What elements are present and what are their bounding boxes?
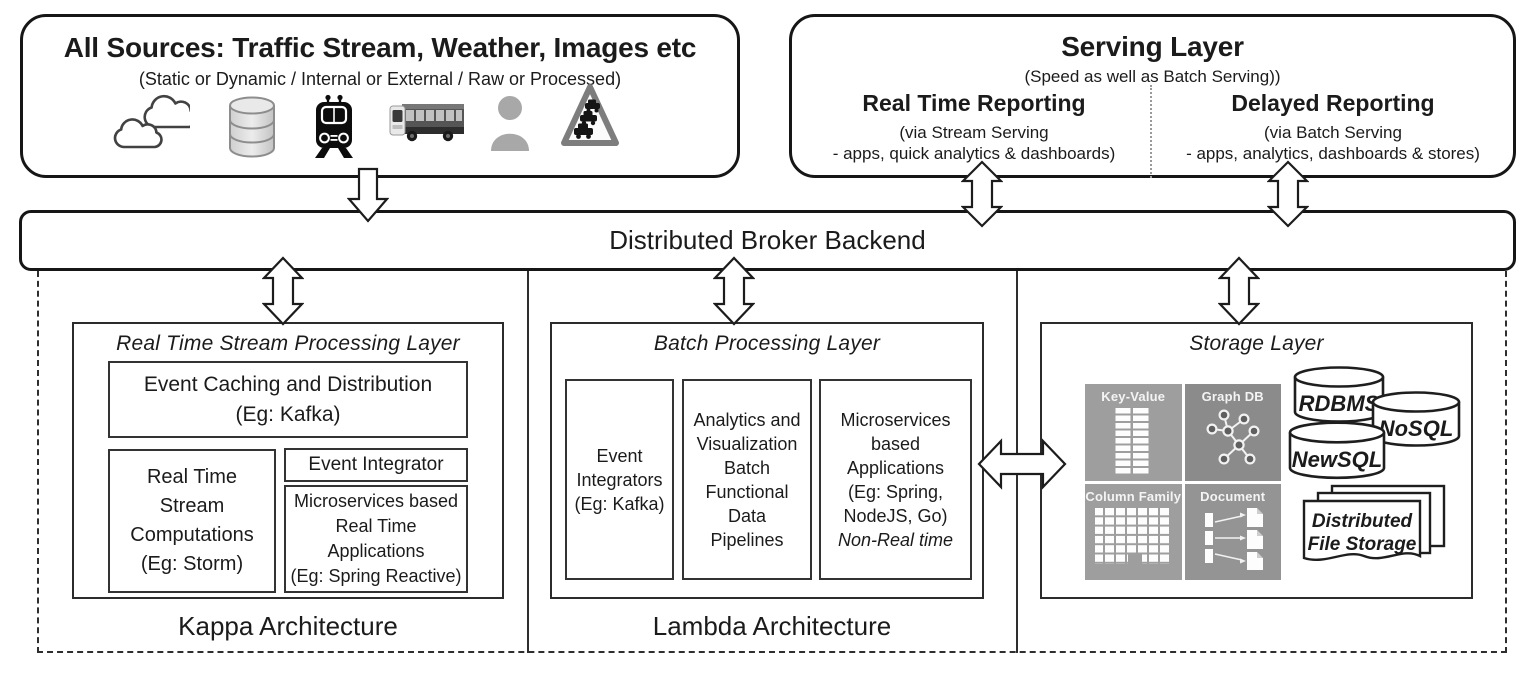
document-icon (1204, 507, 1263, 570)
nosql-label: NoSQL (1378, 415, 1454, 441)
tile-graph-db-label: Graph DB (1201, 389, 1264, 404)
kappa-micro-line2: Real Time (335, 516, 417, 536)
lambda-micro-line5: NodeJS, Go) (843, 505, 948, 526)
nosql-cylinder: NoSQL (1370, 391, 1462, 456)
graph-db-icon (1206, 409, 1260, 465)
real-time-stream-processing-layer-box: Real Time Stream Processing Layer Event … (72, 322, 504, 599)
kappa-micro-line4: (Eg: Spring Reactive) (290, 566, 462, 586)
real-time-reporting-line2: - apps, quick analytics & dashboards) (832, 144, 1116, 163)
tile-column-family: Column Family (1085, 483, 1182, 580)
analytics-line6: Pipelines (710, 529, 784, 550)
kappa-micro-line1: Microservices based (293, 491, 459, 511)
real-time-reporting-title: Real Time Reporting (862, 90, 1086, 116)
file-storage-line2: File Storage (1307, 534, 1417, 555)
analytics-pipelines-box: Analytics and Visualization Batch Functi… (682, 379, 812, 580)
lambda-micro-line3: Applications (846, 457, 945, 478)
delayed-reporting-title: Delayed Reporting (1231, 90, 1435, 116)
rt-stream-computations-box: Real Time Stream Computations (Eg: Storm… (108, 449, 276, 593)
event-integrators-box: Event Integrators (Eg: Kafka) (565, 379, 674, 580)
lambda-layer-title: Batch Processing Layer (653, 332, 881, 355)
kappa-architecture-label: Kappa Architecture (178, 611, 398, 641)
all-sources-subtitle: (Static or Dynamic / Internal or Externa… (138, 69, 622, 89)
arrow-sources-to-broker (347, 167, 389, 223)
arrow-broker-kappa (262, 256, 304, 326)
arrow-broker-batch (713, 256, 755, 326)
kappa-lambda-divider (527, 271, 529, 653)
tile-key-value: Key-Value (1085, 384, 1182, 481)
serving-layer-title: Serving Layer (1061, 31, 1244, 62)
event-integrator-box: Event Integrator (284, 448, 468, 482)
all-sources-box: All Sources: Traffic Stream, Weather, Im… (20, 14, 740, 178)
rdbms-label: RDBMS (1298, 390, 1380, 416)
batch-processing-layer-box: Batch Processing Layer Event Integrators… (550, 322, 984, 599)
computations-line1: Real Time (146, 466, 238, 488)
event-caching-line2: (Eg: Kafka) (235, 402, 341, 426)
computations-line4: (Eg: Storm) (140, 553, 244, 575)
bus-icon (388, 101, 466, 148)
tile-key-value-label: Key-Value (1101, 389, 1166, 404)
analytics-line3: Batch (723, 457, 771, 478)
real-time-reporting-line1: (via Stream Serving (899, 123, 1049, 142)
key-value-icon (1115, 408, 1152, 474)
integrators-line2: Integrators (576, 469, 663, 490)
file-storage-line1: Distributed (1311, 511, 1413, 532)
newsql-label: NewSQL (1291, 446, 1383, 472)
arrow-broker-storage (1218, 256, 1260, 326)
lambda-microservices-box: Microservices based Applications (Eg: Sp… (819, 379, 972, 580)
person-icon (490, 95, 530, 156)
integrators-line3: (Eg: Kafka) (574, 493, 665, 514)
newsql-cylinder: NewSQL (1287, 421, 1387, 488)
lambda-micro-line2: based (870, 433, 921, 454)
computations-line2: Stream (159, 495, 225, 517)
lambda-architecture-label: Lambda Architecture (652, 611, 892, 641)
tile-document: Document (1184, 483, 1281, 580)
event-integrator-line1: Event Integrator (308, 454, 444, 475)
kappa-micro-line3: Applications (327, 541, 425, 561)
column-family-icon (1095, 507, 1172, 566)
tile-column-family-label: Column Family (1085, 488, 1182, 504)
analytics-line5: Data (727, 505, 767, 526)
storage-layer-box: Storage Layer Key-Value Graph DB (1040, 322, 1473, 599)
delayed-reporting-line2: - apps, analytics, dashboards & stores) (1186, 144, 1480, 163)
delayed-reporting-line1: (via Batch Serving (1264, 123, 1402, 142)
architectures-dashed-region (37, 271, 1507, 653)
storage-tile-grid: Key-Value Graph DB (1085, 384, 1281, 580)
arrow-delayed-serving-broker (1267, 160, 1309, 228)
serving-layer-box: Serving Layer (Speed as well as Batch Se… (789, 14, 1516, 178)
lambda-micro-line1: Microservices (840, 409, 951, 430)
integrators-line1: Event (596, 445, 643, 466)
serving-layer-divider (1150, 85, 1152, 178)
tile-document-label: Document (1200, 488, 1266, 504)
lambda-micro-line4: (Eg: Spring, (847, 481, 944, 502)
analytics-line2: Visualization (696, 433, 798, 454)
computations-line3: Computations (130, 524, 254, 546)
tile-graph-db: Graph DB (1184, 384, 1281, 481)
all-sources-title: All Sources: Traffic Stream, Weather, Im… (63, 32, 697, 63)
broker-title: Distributed Broker Backend (609, 225, 926, 255)
clouds-icon (112, 91, 198, 156)
delayed-reporting-column: Delayed Reporting (via Batch Serving - a… (1154, 89, 1512, 164)
serving-layer-subtitle: (Speed as well as Batch Serving)) (1024, 67, 1281, 86)
kappa-microservices-box: Microservices based Real Time Applicatio… (284, 485, 468, 593)
event-caching-line1: Event Caching and Distribution (143, 372, 433, 396)
storage-layer-title: Storage Layer (1189, 332, 1324, 355)
real-time-reporting-column: Real Time Reporting (via Stream Serving … (798, 89, 1150, 164)
analytics-line1: Analytics and (693, 409, 801, 430)
lambda-micro-line6: Non-Real time (837, 529, 954, 550)
traffic-jam-sign-icon (560, 82, 620, 157)
distributed-file-storage-label: Distributed File Storage (1304, 510, 1420, 556)
arrow-batch-storage (977, 437, 1067, 491)
distributed-file-storage: Distributed File Storage (1300, 484, 1448, 579)
database-icon (227, 96, 277, 163)
distributed-broker-backend-bar: Distributed Broker Backend (19, 210, 1516, 271)
analytics-line4: Functional (705, 481, 789, 502)
arrow-realtime-serving-broker (961, 160, 1003, 228)
event-caching-box: Event Caching and Distribution (Eg: Kafk… (108, 361, 468, 438)
kappa-layer-title: Real Time Stream Processing Layer (116, 332, 460, 355)
train-icon (315, 94, 353, 163)
